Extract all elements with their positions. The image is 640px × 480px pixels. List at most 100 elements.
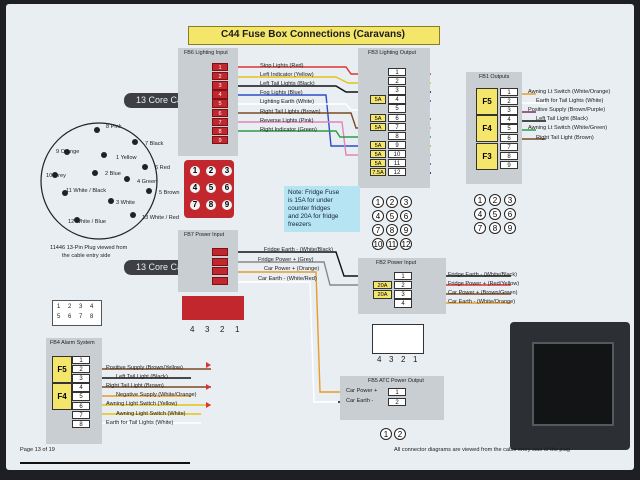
plug-pin: [94, 127, 100, 133]
fb1-label: Awning Lt Switch (White/Orange): [528, 89, 611, 95]
fb1-connector-pin: 5: [489, 208, 501, 220]
fb3-connector-pin: 3: [400, 196, 412, 208]
plug-pin-label: 1 Yellow: [116, 155, 137, 161]
fb6-title: FB6 Lighting Input: [184, 50, 228, 56]
fb6-pin: 4: [212, 90, 228, 99]
fb7-connector-number: 3: [205, 325, 210, 334]
fb1-connector-pin: 7: [474, 222, 486, 234]
fb4-fuse: F4: [52, 383, 72, 411]
plug-pin: [74, 217, 80, 223]
plug-pin-label: 4 Green: [137, 179, 158, 185]
fb7-label: Fridge Earth - (White/Black): [264, 247, 334, 253]
fb3-pin: 11: [388, 159, 406, 168]
fb2-title: FB2 Power Input: [376, 260, 417, 266]
plug-pin-label: 5 Brown: [159, 190, 180, 196]
fb2-label: Fridge Power + (Red/Yellow): [448, 281, 520, 288]
fb6-label: Fog Lights (Blue): [260, 90, 303, 97]
fb6-label: Lighting Earth (White): [260, 99, 315, 106]
fb3-fuse: 5A: [370, 122, 386, 131]
fb6-pin: 3: [212, 81, 228, 90]
fb7-pin: [212, 257, 228, 266]
fb1-pin: 8: [500, 151, 518, 161]
fb5-label: Car Earth -: [346, 397, 374, 404]
fb4-fuse: F5: [52, 356, 72, 383]
note-line: counter fridges: [288, 205, 331, 212]
fb4-pin: 7: [72, 410, 90, 419]
plug-pin: [108, 198, 114, 204]
mini-connector: [52, 300, 102, 326]
fb5-title: FB5 ATC Power Output: [368, 378, 424, 384]
fb1-fuse: F4: [476, 115, 498, 143]
plug-pin-label: 9 Orange: [56, 149, 80, 155]
plug-pin-label: 7 Black: [145, 141, 164, 147]
fb1-title: FB1 Outputs: [479, 74, 510, 80]
fb4-label: Negative Supply (White/Orange): [116, 392, 197, 399]
fb3-connector-pin: 6: [400, 210, 412, 222]
fb6-pin: 9: [212, 135, 228, 145]
plug-pin: [92, 170, 98, 176]
fb1-label: Positive Supply (Brown/Purple): [528, 107, 606, 114]
fb6-connector-pin: 8: [206, 200, 216, 210]
fb6-label: Right Tail Lights (Brown): [260, 108, 321, 115]
fb7-wire-fridge: [232, 261, 364, 286]
mini-connector-number: 1: [57, 304, 61, 310]
fb1-pin: 1: [500, 88, 518, 97]
fb3-pin: 9: [388, 140, 406, 150]
fb3-fuse: 5A: [370, 149, 386, 159]
fb3-connector-pin: 9: [400, 224, 412, 236]
fb6-label: Reverse Lights (Pink): [260, 117, 314, 124]
fb7-pin: [212, 276, 228, 285]
fb1-connector-pin: 8: [489, 222, 501, 234]
fb4-pin: 3: [72, 374, 90, 383]
fb3-title: FB3 Lighting Output: [368, 50, 416, 56]
fb2-connector-number: 1: [413, 355, 418, 364]
plug-pin: [124, 176, 130, 182]
fb6-label: Stop Lights (Red): [260, 63, 304, 69]
fridge-fuse-note: [284, 186, 360, 232]
fb1-pin: 3: [500, 106, 518, 115]
fb4-pin: 1: [72, 356, 90, 365]
fb6-connector-pin: 3: [222, 166, 232, 176]
fb7-wire-earth: [232, 251, 364, 277]
fb2-label: Car Power + (Brown/Green): [448, 290, 518, 297]
plug-pin-label: 2 Blue: [105, 171, 121, 177]
fb2-connector-number: 4: [377, 355, 382, 364]
fb7-connector: [182, 296, 244, 320]
fb6-label: Left Tail Lights (Black): [260, 81, 315, 88]
fb1-fuse: F5: [476, 88, 498, 115]
fb3-pin: 2: [388, 77, 406, 86]
fb3-fuse: 5A: [370, 159, 386, 168]
fb3-pin: 4: [388, 95, 406, 104]
fb1-label: Left Tail Light (Black): [536, 116, 588, 123]
plug-caption-1: 11446 13-Pin Plug viewed from: [50, 245, 128, 251]
plug-pin: [64, 149, 70, 155]
fb3-connector-pin: 12: [400, 238, 412, 250]
fb7-title: FB7 Power Input: [184, 232, 225, 238]
plug-pin-label: 6 Red: [155, 165, 170, 171]
fb2-label: Car Earth - (White/Orange): [448, 299, 516, 306]
plug-pin-label: 11 White / Black: [66, 188, 106, 194]
plug-pin: [52, 172, 58, 178]
footer-rule: [20, 462, 190, 464]
fb6-pin: 6: [212, 108, 228, 117]
fb6-pin: 7: [212, 117, 228, 126]
fb6-connector-pin: 6: [222, 183, 232, 193]
mini-connector-number: 2: [68, 304, 72, 310]
plug-pin: [130, 212, 136, 218]
fb6-connector-pin: 9: [222, 200, 232, 210]
plug-pin-label: 8 Pink: [106, 124, 122, 130]
fb3-connector-pin: 8: [386, 224, 398, 236]
page-title: C44 Fuse Box Connections (Caravans): [221, 29, 405, 40]
diagram-sheet: C44 Fuse Box Connections (Caravans): [6, 4, 634, 470]
fb2-pin: 4: [394, 299, 412, 308]
plug-pin: [101, 152, 107, 158]
fb6-connector-pin: 7: [190, 200, 200, 210]
fb1-connector-pin: 3: [504, 194, 516, 206]
plug-pin-label: 3 White: [116, 200, 135, 206]
fb5-pin: 2: [388, 397, 406, 406]
fb1-connector-pin: 9: [504, 222, 516, 234]
fb2-pin: 1: [394, 272, 412, 281]
fb4-label: Awning Light Switch (Yellow): [106, 401, 178, 408]
fb3-fuse: 5A: [370, 113, 386, 122]
fb5-connector-pin: 2: [394, 428, 406, 440]
